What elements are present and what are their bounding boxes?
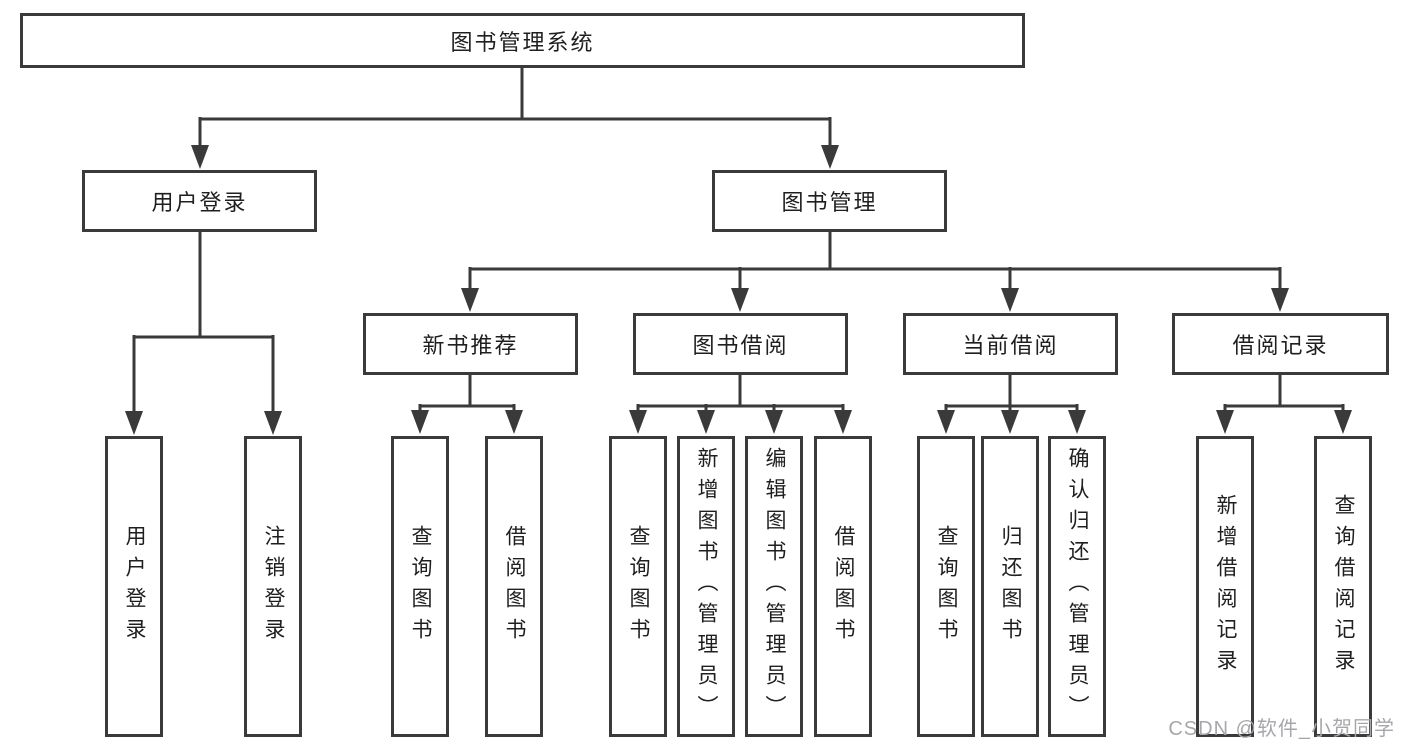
connector-current-borrowing-children (944, 373, 1079, 413)
arrowhead (937, 410, 955, 434)
node-borrowing-records: 借阅记录 (1172, 313, 1389, 375)
node-label: 图书管理 (781, 190, 878, 215)
node-label: 新书推荐 (422, 333, 519, 358)
arrowhead (1001, 410, 1019, 434)
node-user-login: 用户登录 (82, 170, 317, 232)
node-label: 当前借阅 (962, 333, 1059, 358)
node-label: 确认归还（管理员） (1066, 447, 1089, 726)
node-label: 查询图书 (935, 524, 958, 649)
node-label: 查询图书 (627, 524, 650, 649)
node-leaf-confirm-return-admin: 确认归还（管理员） (1048, 436, 1106, 737)
arrowhead (264, 411, 282, 435)
arrowhead (834, 410, 852, 434)
node-leaf-logout: 注销登录 (244, 436, 302, 737)
node-label: 查询借阅记录 (1332, 493, 1355, 680)
arrowhead (821, 145, 839, 169)
node-label: 借阅记录 (1232, 333, 1329, 358)
arrowhead (629, 410, 647, 434)
node-label: 图书管理系统 (450, 29, 595, 55)
arrowhead (191, 145, 209, 169)
arrowhead (1068, 410, 1086, 434)
node-label: 借阅图书 (832, 524, 855, 649)
node-book-management: 图书管理 (712, 170, 947, 232)
node-leaf-borrow-books-borrowing: 借阅图书 (814, 436, 872, 737)
node-label: 新增借阅记录 (1214, 493, 1237, 680)
connector-book-management-children (468, 230, 1282, 293)
watermark-text: CSDN @软件_小贺同学 (1168, 718, 1395, 740)
connector-user-login-children (132, 230, 275, 416)
arrowhead (505, 410, 523, 434)
arrowhead (765, 410, 783, 434)
arrowhead (1271, 288, 1289, 312)
connector-new-book-children (418, 373, 516, 413)
node-leaf-query-borrow-record: 查询借阅记录 (1314, 436, 1372, 737)
node-new-book-recommendation: 新书推荐 (363, 313, 578, 375)
node-leaf-query-books-borrowing: 查询图书 (609, 436, 667, 737)
node-label: 用户登录 (123, 524, 146, 649)
node-leaf-edit-books-admin: 编辑图书（管理员） (745, 436, 803, 737)
arrowhead (411, 410, 429, 434)
node-label: 借阅图书 (503, 524, 526, 649)
node-leaf-query-books-recommend: 查询图书 (391, 436, 449, 737)
node-leaf-user-login: 用户登录 (105, 436, 163, 737)
node-leaf-borrow-books-recommend: 借阅图书 (485, 436, 543, 737)
arrowhead (125, 411, 143, 435)
connector-book-borrowing-children (636, 373, 845, 413)
node-book-management-system: 图书管理系统 (20, 13, 1025, 68)
arrowhead (461, 288, 479, 312)
node-leaf-add-borrow-record: 新增借阅记录 (1196, 436, 1254, 737)
node-book-borrowing: 图书借阅 (633, 313, 848, 375)
arrowhead (697, 410, 715, 434)
arrowhead (731, 288, 749, 312)
arrowhead (1334, 410, 1352, 434)
node-leaf-add-books-admin: 新增图书（管理员） (677, 436, 735, 737)
node-leaf-return-books: 归还图书 (981, 436, 1039, 737)
node-leaf-query-books-current: 查询图书 (917, 436, 975, 737)
node-label: 注销登录 (262, 524, 285, 649)
arrowhead (1216, 410, 1234, 434)
node-label: 查询图书 (409, 524, 432, 649)
node-label: 编辑图书（管理员） (763, 447, 786, 726)
node-label: 图书借阅 (692, 333, 789, 358)
node-label: 归还图书 (999, 524, 1022, 649)
arrowhead (1001, 288, 1019, 312)
node-current-borrowing: 当前借阅 (903, 313, 1118, 375)
connector-root-to-level2 (198, 66, 832, 150)
node-label: 用户登录 (151, 190, 248, 215)
node-label: 新增图书（管理员） (695, 447, 718, 726)
connector-borrowing-records-children (1223, 373, 1345, 413)
